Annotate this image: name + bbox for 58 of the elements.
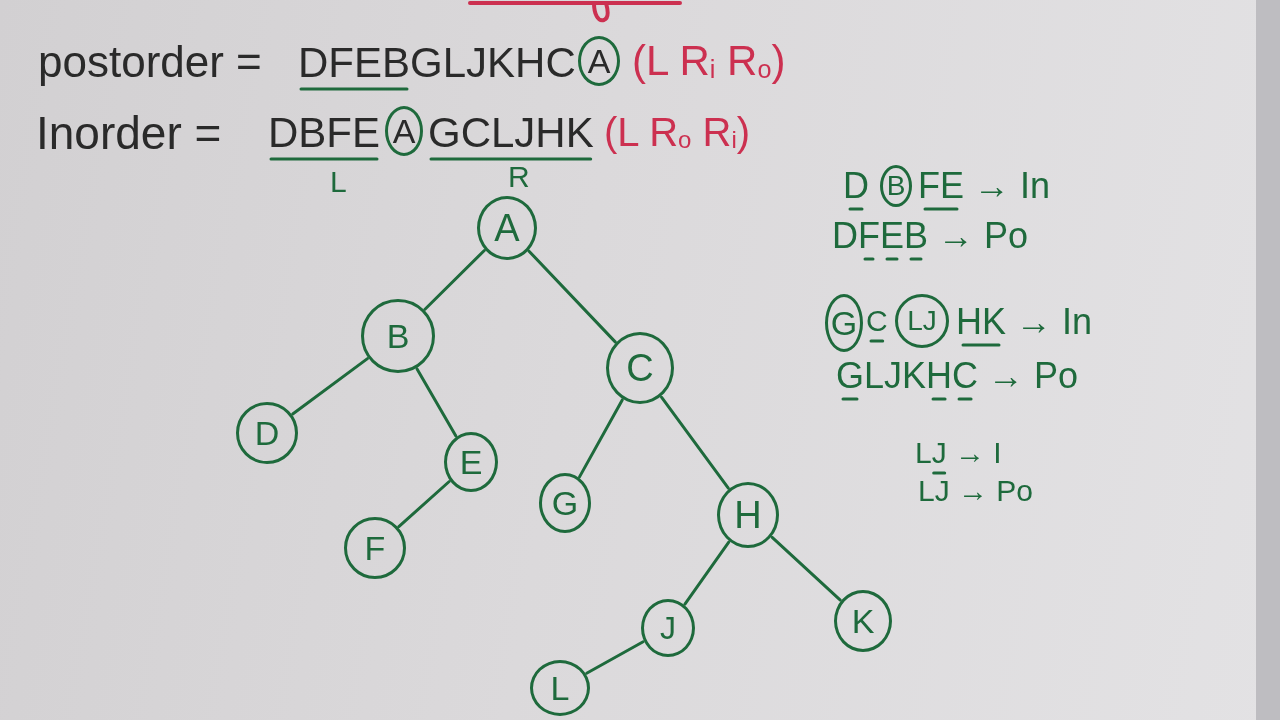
tree-node [361, 299, 435, 373]
tree-node [606, 332, 674, 404]
tree-node [834, 590, 892, 652]
subtree-label: L [330, 167, 347, 197]
tree-node [539, 473, 591, 533]
traversal-name: Inorder = [36, 110, 222, 156]
node-letter: J [660, 612, 676, 644]
node-sequence: GCLJHK [428, 112, 594, 154]
tree-node [717, 482, 779, 548]
sequence-note: LJ → Po [918, 476, 1034, 506]
tree-node [530, 660, 590, 716]
tree-edge [585, 640, 645, 675]
node-letter: E [459, 445, 483, 479]
circled-letter: LJ [907, 307, 937, 335]
tree-edge [527, 249, 617, 344]
tree-node [344, 517, 406, 579]
tree-edge [397, 480, 451, 529]
tree-node [236, 402, 298, 464]
sequence-note: FE → In [918, 168, 1051, 204]
highlight-circle [895, 294, 949, 348]
node-sequence: DFEBGLJKHC [298, 42, 576, 84]
highlight-circle [880, 165, 912, 207]
subtree-label: R [508, 162, 530, 192]
circled-letter: A [392, 114, 416, 148]
tree-node [444, 432, 498, 492]
highlight-circle [385, 106, 423, 156]
highlight-circle [825, 294, 863, 352]
traversal-name: postorder = [38, 40, 262, 84]
circled-letter: A [587, 44, 611, 78]
node-sequence: DBFE [268, 112, 380, 154]
sequence-note: C [866, 306, 888, 336]
node-letter: A [494, 209, 520, 247]
tree-edge [578, 398, 624, 479]
tree-node [641, 599, 695, 657]
sequence-note: HK → In [956, 304, 1093, 340]
tree-node [477, 196, 537, 260]
tree-edge [291, 357, 369, 416]
circled-letter: G [830, 306, 858, 340]
highlight-circle [578, 36, 620, 86]
tree-edge [659, 395, 730, 490]
node-letter: C [626, 349, 654, 387]
tree-edge [423, 249, 486, 311]
node-letter: B [386, 319, 410, 353]
node-letter: K [851, 604, 875, 638]
node-letter: D [254, 416, 280, 450]
tree-edge [415, 367, 458, 438]
node-letter: L [550, 671, 570, 705]
node-letter: G [551, 486, 579, 520]
sequence-note: GLJKHC → Po [836, 358, 1079, 394]
sequence-note: LJ → I [915, 438, 1002, 468]
tree-edge [770, 535, 842, 602]
node-letter: F [364, 531, 386, 565]
sequence-note: D [843, 168, 869, 204]
tree-edge [683, 540, 731, 606]
node-letter: H [734, 496, 762, 534]
sequence-note: DFEB → Po [832, 218, 1029, 254]
circled-letter: B [886, 172, 906, 200]
traversal-rule: (L R$_{o}$ R$_{i}$) [604, 112, 751, 152]
